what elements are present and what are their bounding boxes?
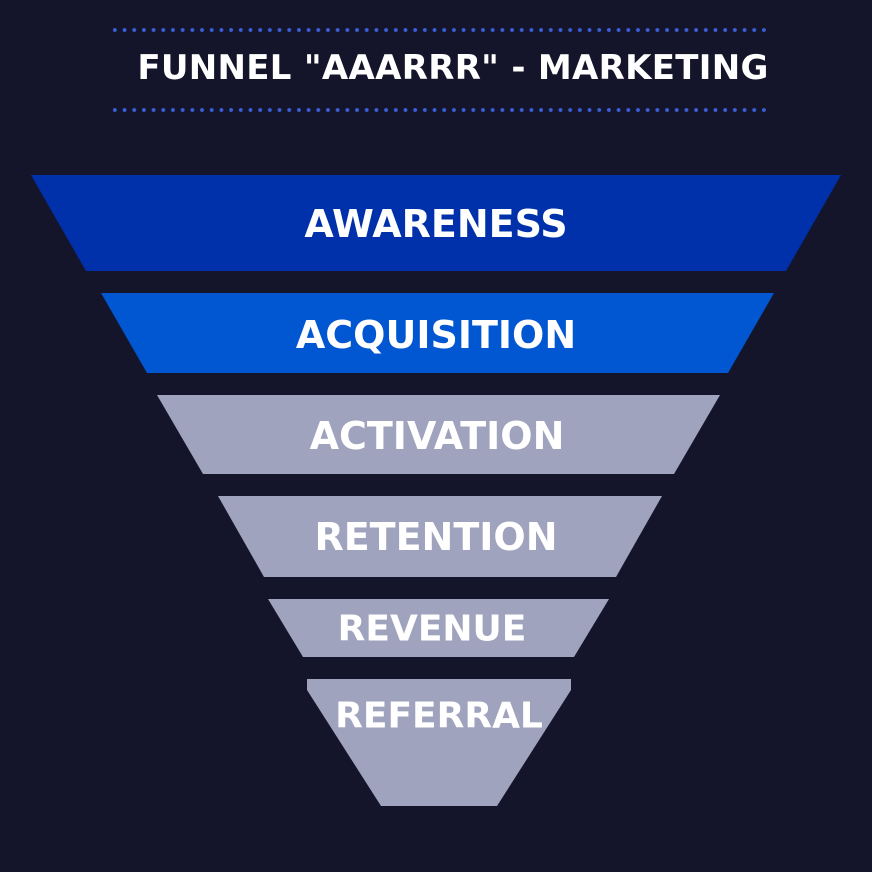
funnel-stage-revenue: REVENUE [268, 599, 609, 657]
funnel-stage-label: ACTIVATION [310, 414, 565, 458]
dotted-divider-top [110, 27, 766, 33]
funnel-stage-awareness: AWARENESS [31, 175, 841, 271]
funnel-stage-shape [307, 679, 571, 806]
funnel-stage-acquisition: ACQUISITION [101, 293, 774, 373]
funnel-stage-label: REFERRAL [335, 696, 543, 737]
funnel-stage-label: AWARENESS [304, 202, 567, 246]
funnel-stage-activation: ACTIVATION [157, 395, 720, 474]
funnel-stage-shape [31, 175, 841, 271]
funnel-stage-shape [157, 395, 720, 474]
funnel-stage-retention: RETENTION [218, 496, 662, 577]
funnel-stage-referral: REFERRAL [307, 679, 571, 806]
diagram-title: FUNNEL "AAARRR" - MARKETING [137, 48, 769, 88]
dotted-divider-bottom [110, 107, 766, 113]
funnel-stage-shape [268, 599, 609, 657]
funnel-stage-label: REVENUE [338, 609, 527, 650]
funnel-stage-label: RETENTION [314, 515, 557, 559]
funnel-stage-shape [101, 293, 774, 373]
funnel-stage-label: ACQUISITION [296, 313, 576, 357]
funnel-stage-shape [218, 496, 662, 577]
